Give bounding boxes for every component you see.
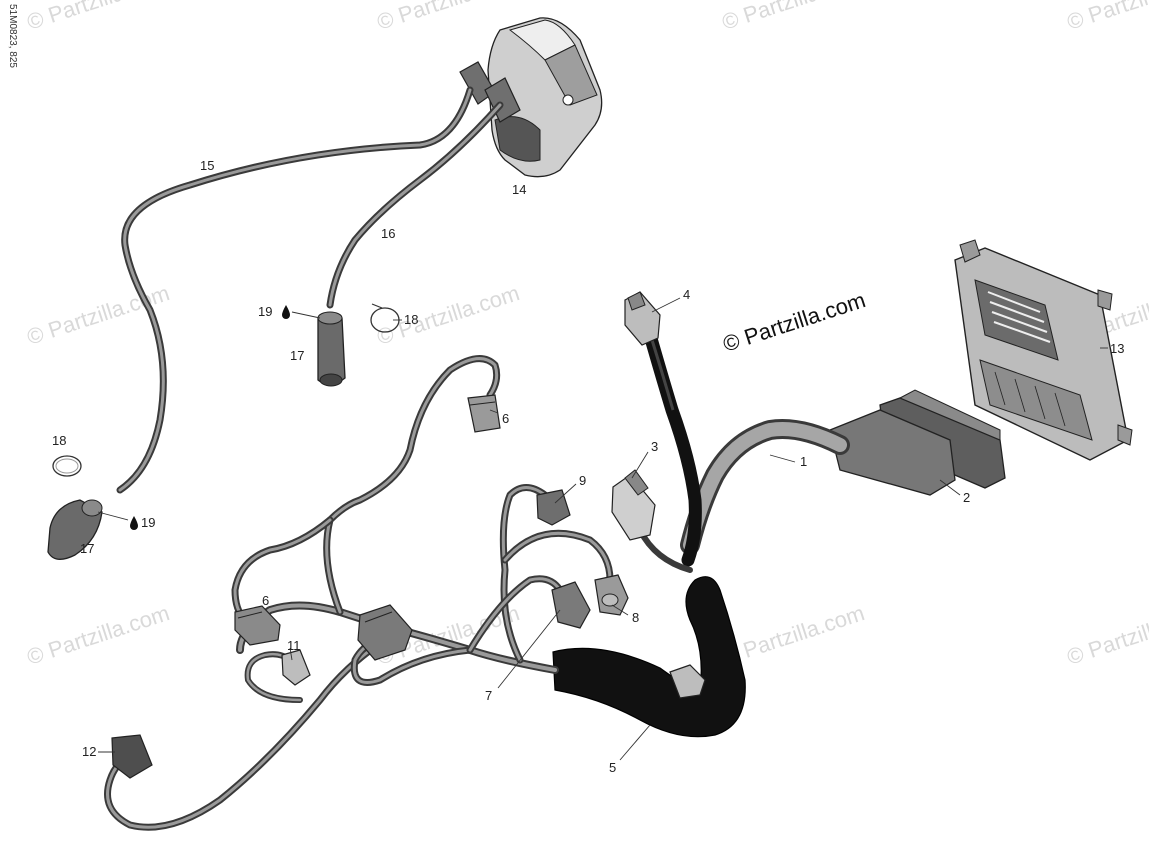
callout-1: 1 bbox=[800, 454, 807, 469]
watermark: © Partzilla.com bbox=[719, 0, 868, 35]
connector-6-upper bbox=[467, 394, 501, 433]
drop-icon bbox=[282, 305, 321, 319]
engine-control-module bbox=[954, 239, 1133, 461]
watermark: © Partzilla.com bbox=[374, 280, 523, 350]
watermark: © Partzilla.com bbox=[1064, 0, 1149, 35]
callout-9: 9 bbox=[579, 473, 586, 488]
plug-boot-upper bbox=[317, 311, 346, 387]
callout-17-lower: 17 bbox=[80, 541, 94, 556]
left-harness bbox=[104, 355, 614, 831]
callout-11: 11 bbox=[287, 638, 301, 653]
callout-8: 8 bbox=[632, 610, 639, 625]
watermark: © Partzilla.com bbox=[1064, 600, 1149, 670]
ecm-connector bbox=[829, 389, 1006, 496]
callout-16: 16 bbox=[381, 226, 395, 241]
ignition-coil bbox=[487, 17, 603, 178]
callout-2: 2 bbox=[963, 490, 970, 505]
watermark: © Partzilla.com bbox=[24, 600, 173, 670]
callout-7: 7 bbox=[485, 688, 492, 703]
callout-15: 15 bbox=[200, 158, 214, 173]
connector-harness-junction bbox=[357, 604, 413, 661]
callout-13: 13 bbox=[1110, 341, 1124, 356]
callout-14: 14 bbox=[512, 182, 526, 197]
connector-6-lower bbox=[234, 605, 281, 646]
watermark: © Partzilla.com bbox=[719, 600, 868, 670]
connector-12 bbox=[111, 734, 153, 779]
connector-3 bbox=[611, 469, 693, 573]
drawing-code: 51M0823, 825 bbox=[7, 4, 18, 68]
plug-boot-lower bbox=[47, 499, 103, 560]
clamp-lower bbox=[52, 455, 82, 477]
main-harness-trunk bbox=[680, 419, 850, 555]
callout-18-upper: 18 bbox=[404, 312, 418, 327]
callout-4: 4 bbox=[683, 287, 690, 302]
connector-8 bbox=[594, 574, 629, 616]
callout-19-lower: 19 bbox=[141, 515, 155, 530]
spark-plug-wire-16 bbox=[326, 101, 504, 309]
drop-icon bbox=[97, 511, 138, 530]
branch-4 bbox=[624, 291, 702, 567]
spark-plug-wire-15 bbox=[116, 86, 474, 494]
watermark: © Partzilla.com bbox=[24, 0, 173, 35]
callout-5: 5 bbox=[609, 760, 616, 775]
callout-17-upper: 17 bbox=[290, 348, 304, 363]
callout-18-lower: 18 bbox=[52, 433, 66, 448]
brand-watermark: © Partzilla.com bbox=[720, 287, 869, 357]
callout-12: 12 bbox=[82, 744, 96, 759]
callout-6-upper: 6 bbox=[502, 411, 509, 426]
callout-6-lower: 6 bbox=[262, 593, 269, 608]
callout-3: 3 bbox=[651, 439, 658, 454]
leader-lines bbox=[98, 297, 1108, 761]
connector-9 bbox=[536, 489, 571, 526]
connector-7 bbox=[551, 581, 591, 629]
callout-labels: 1 2 3 4 5 6 6 7 8 9 11 12 13 14 15 16 17… bbox=[52, 158, 1124, 775]
sleeve-connector bbox=[669, 664, 706, 699]
connector-11 bbox=[281, 649, 311, 686]
callout-19-upper: 19 bbox=[258, 304, 272, 319]
